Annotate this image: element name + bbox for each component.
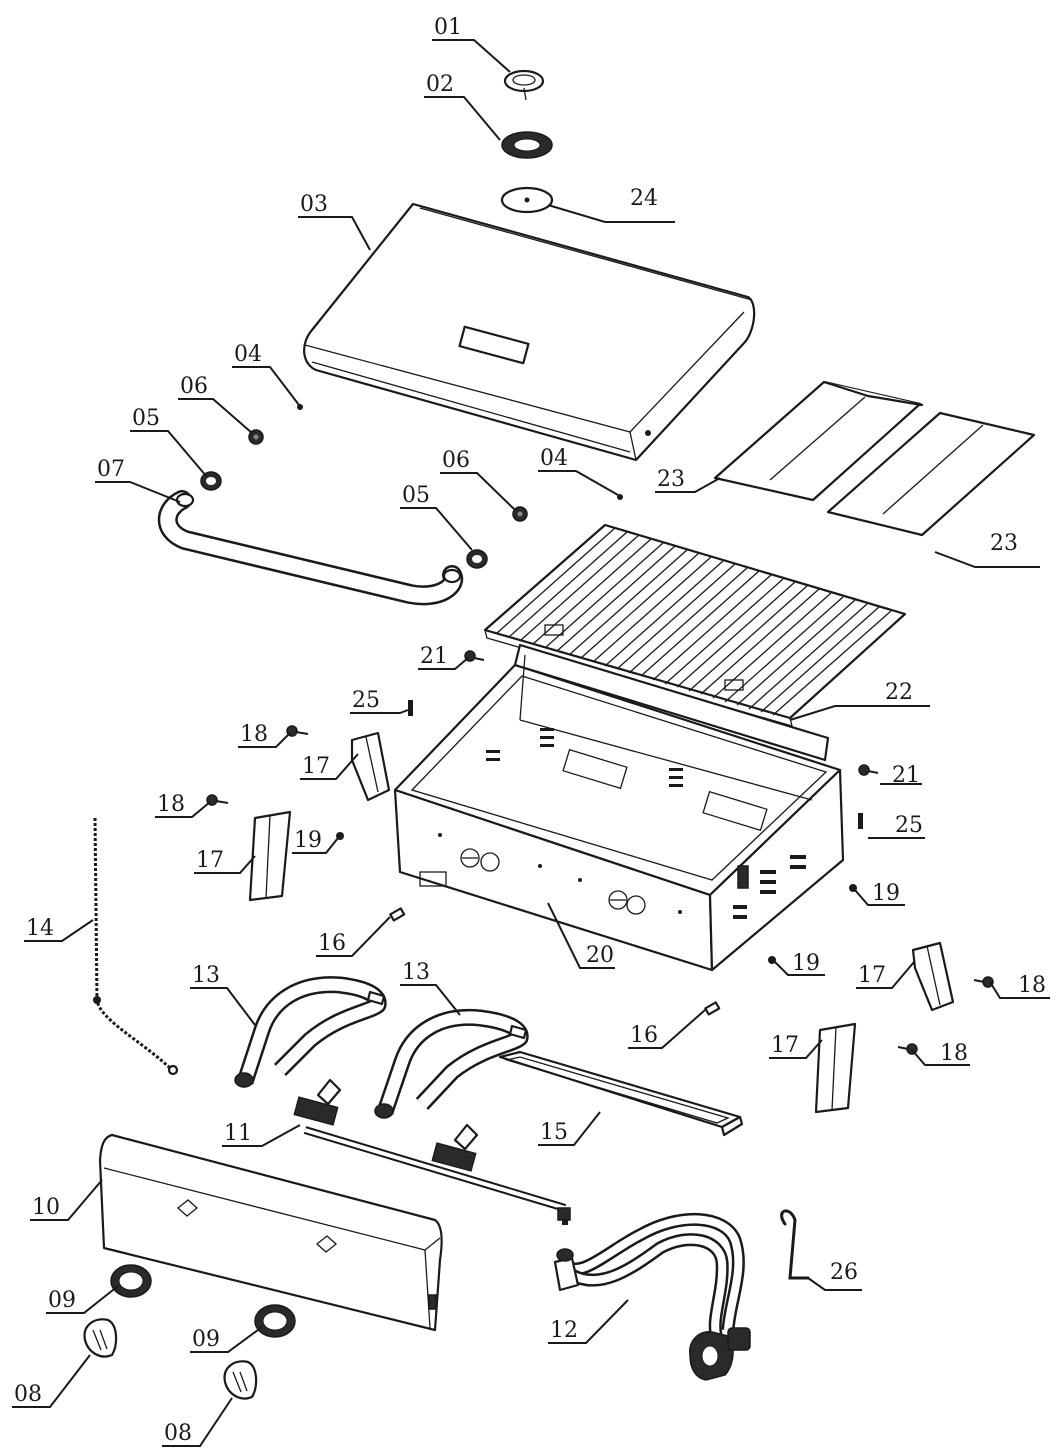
callout-25: 25 <box>895 813 923 838</box>
part-wind-screw <box>464 650 485 662</box>
part-bolt <box>286 725 309 737</box>
part-screw <box>768 956 776 964</box>
part-lid <box>303 202 756 462</box>
callout-12: 12 <box>550 1318 578 1343</box>
callout-21: 21 <box>420 644 448 669</box>
part-pin <box>408 700 413 716</box>
callout-04: 04 <box>234 342 262 367</box>
callout-05: 05 <box>132 406 160 431</box>
callout-18: 18 <box>1018 973 1046 998</box>
part-leg-bracket <box>814 1022 857 1114</box>
part-wind-screw <box>858 764 879 776</box>
part-knob-bezel <box>110 1264 152 1298</box>
callout-10: 10 <box>32 1195 60 1220</box>
callout-19: 19 <box>792 951 820 976</box>
callout-01: 01 <box>434 15 462 40</box>
part-leg-bracket <box>350 731 391 802</box>
callout-17: 17 <box>858 963 886 988</box>
callout-03: 03 <box>300 192 328 217</box>
callout-02: 02 <box>426 72 454 97</box>
callout-25: 25 <box>352 688 380 713</box>
part-screw <box>617 494 623 500</box>
part-burner <box>374 1008 529 1119</box>
part-washer <box>512 506 528 522</box>
part-control-panel <box>98 1133 443 1332</box>
part-grease-tray <box>498 1050 744 1137</box>
callout-11: 11 <box>224 1121 252 1146</box>
part-side-shelf <box>826 411 1036 537</box>
callout-18: 18 <box>940 1041 968 1066</box>
callout-17: 17 <box>771 1033 799 1058</box>
callout-24: 24 <box>630 186 658 211</box>
callout-18: 18 <box>240 722 268 747</box>
part-electrode <box>704 1001 721 1016</box>
part-control-knob <box>83 1318 118 1358</box>
callout-14: 14 <box>26 916 54 941</box>
part-knob-bezel <box>254 1304 296 1338</box>
callout-06: 06 <box>442 448 470 473</box>
part-lid-handle <box>157 490 464 606</box>
part-gas-hose-regulator <box>553 1212 751 1381</box>
part-pin <box>858 813 863 829</box>
callout-05: 05 <box>402 483 430 508</box>
callout-08: 08 <box>164 1421 192 1446</box>
callout-26: 26 <box>830 1260 858 1285</box>
callout-08: 08 <box>14 1382 42 1407</box>
callout-15: 15 <box>540 1120 568 1145</box>
part-thermometer <box>503 69 545 101</box>
callout-13: 13 <box>402 960 430 985</box>
part-leg-bracket <box>248 810 292 902</box>
callout-20: 20 <box>586 943 614 968</box>
part-bolt <box>206 794 229 806</box>
part-igniter-wire <box>93 817 179 1076</box>
callout-labels: 01 02 24 03 04 06 05 07 06 04 05 23 23 2… <box>14 15 1046 1446</box>
part-control-knob <box>223 1360 258 1400</box>
callout-23: 23 <box>990 531 1018 556</box>
part-electrode <box>389 907 406 922</box>
part-firebox <box>393 643 845 972</box>
callout-16: 16 <box>630 1023 658 1048</box>
callout-16: 16 <box>318 931 346 956</box>
part-thermometer-bezel <box>501 131 553 159</box>
callout-22: 22 <box>885 680 913 705</box>
leader-lines <box>12 39 1050 1447</box>
part-washer <box>248 429 264 445</box>
callout-13: 13 <box>192 963 220 988</box>
callout-04: 04 <box>540 446 568 471</box>
callout-17: 17 <box>302 754 330 779</box>
part-side-shelf <box>713 380 924 502</box>
part-handle-spacer <box>466 549 488 569</box>
callout-07: 07 <box>97 457 125 482</box>
part-cooking-grate <box>483 523 907 727</box>
part-heat-shield-disc <box>500 186 554 214</box>
callout-21: 21 <box>892 763 920 788</box>
part-leg-bracket <box>911 941 955 1012</box>
part-valve-manifold <box>293 1078 571 1225</box>
callout-19: 19 <box>294 828 322 853</box>
callout-19: 19 <box>872 881 900 906</box>
part-screw <box>297 404 303 410</box>
callout-09: 09 <box>192 1327 220 1352</box>
callout-23: 23 <box>657 467 685 492</box>
callout-09: 09 <box>48 1288 76 1313</box>
part-hook <box>780 1209 810 1280</box>
callout-06: 06 <box>180 374 208 399</box>
callout-17: 17 <box>196 848 224 873</box>
callout-18: 18 <box>157 792 185 817</box>
part-burner <box>234 976 387 1088</box>
